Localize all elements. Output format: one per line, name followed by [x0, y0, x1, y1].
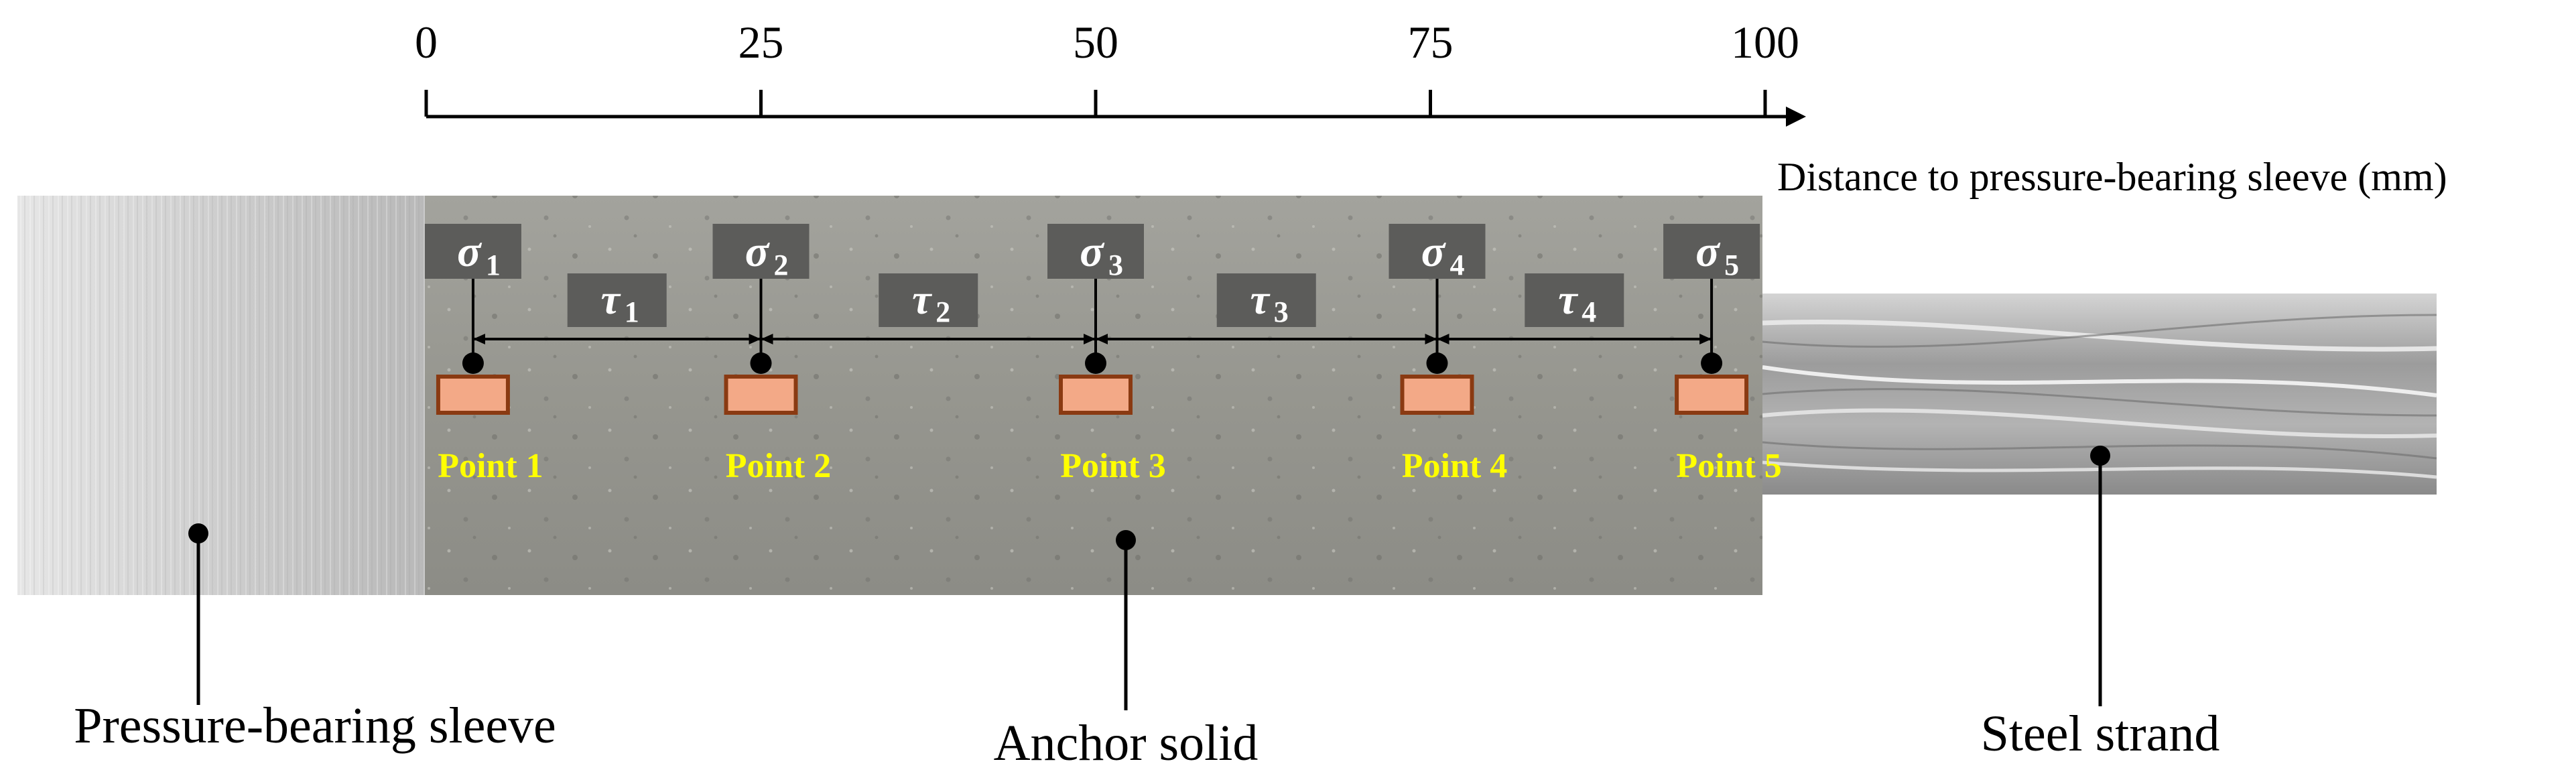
- sigma-symbol: σ: [1695, 227, 1721, 276]
- sigma-box: [1663, 224, 1760, 279]
- measuring-point-dot: [1701, 352, 1723, 374]
- point-label: Point 2: [726, 447, 831, 485]
- sigma-subscript: 5: [1724, 249, 1739, 281]
- point-label: Point 4: [1402, 447, 1507, 485]
- sigma-symbol: σ: [745, 227, 771, 276]
- axis-tick-label: 100: [1731, 17, 1799, 68]
- tau-symbol: τ: [1250, 275, 1271, 323]
- measuring-point-dot: [1085, 352, 1106, 374]
- measuring-point-dot: [462, 352, 484, 374]
- pressure-bearing-sleeve: [17, 196, 425, 595]
- strain-gauge: [1059, 375, 1133, 415]
- strain-gauge: [436, 375, 510, 415]
- sigma-symbol: σ: [457, 227, 482, 276]
- strain-gauge: [1675, 375, 1749, 415]
- tau-symbol: τ: [1558, 275, 1579, 323]
- sigma-subscript: 2: [774, 249, 789, 281]
- axis-tick-label: 0: [415, 17, 438, 68]
- axis-tick-label: 25: [738, 17, 784, 68]
- measuring-point-dot: [750, 352, 772, 374]
- tau-subscript: 1: [625, 296, 639, 328]
- dimension-arrow: [1437, 334, 1450, 344]
- tau-symbol: τ: [601, 275, 622, 323]
- sigma-subscript: 4: [1450, 249, 1464, 281]
- strand-label: Steel strand: [1981, 706, 2220, 762]
- strain-gauge: [724, 375, 798, 415]
- dimension-arrow: [1699, 334, 1712, 344]
- tau-subscript: 4: [1582, 296, 1596, 328]
- axis-tick-label: 50: [1073, 17, 1118, 68]
- tau-box: [567, 273, 667, 327]
- dimension-arrow: [1084, 334, 1096, 344]
- dimension-arrow: [1425, 334, 1437, 344]
- tau-box: [1525, 273, 1624, 327]
- axis-ticks: 0 25 50 75 100: [415, 17, 1799, 117]
- measuring-point-dot: [1426, 352, 1448, 374]
- dimension-arrow: [761, 334, 773, 344]
- axis-tick-label: 75: [1408, 17, 1454, 68]
- sigma-box: [1389, 224, 1486, 279]
- anchor-label: Anchor solid: [994, 715, 1259, 771]
- callouts: Pressure-bearing sleeve Anchor solid Ste…: [74, 446, 2219, 771]
- sigma-box: [712, 224, 810, 279]
- axis-title: Distance to pressure-bearing sleeve (mm): [1777, 155, 2447, 199]
- point-label: Point 3: [1060, 447, 1165, 485]
- steel-strand: [1762, 294, 2437, 495]
- tau-box: [879, 273, 978, 327]
- tau-symbol: τ: [912, 275, 933, 323]
- sigma-box: [1047, 224, 1144, 279]
- distance-axis: 0 25 50 75 100 Distance to pressure-bearing …: [415, 17, 2447, 199]
- sigma-symbol: σ: [1080, 227, 1105, 276]
- dimension-arrow: [749, 334, 761, 344]
- tau-subscript: 3: [1274, 296, 1289, 328]
- strain-gauge: [1400, 375, 1474, 415]
- sigma-subscript: 1: [486, 249, 501, 281]
- dimension-arrow: [1096, 334, 1108, 344]
- sleeve-label: Pressure-bearing sleeve: [74, 698, 556, 754]
- sigma-subscript: 3: [1108, 249, 1123, 281]
- point-label: Point 1: [438, 447, 543, 485]
- sigma-box: [424, 224, 521, 279]
- tau-box: [1216, 273, 1316, 327]
- tau-subscript: 2: [936, 296, 950, 328]
- sigma-symbol: σ: [1421, 227, 1447, 276]
- dimension-arrow: [472, 334, 485, 344]
- point-label: Point 5: [1676, 447, 1781, 485]
